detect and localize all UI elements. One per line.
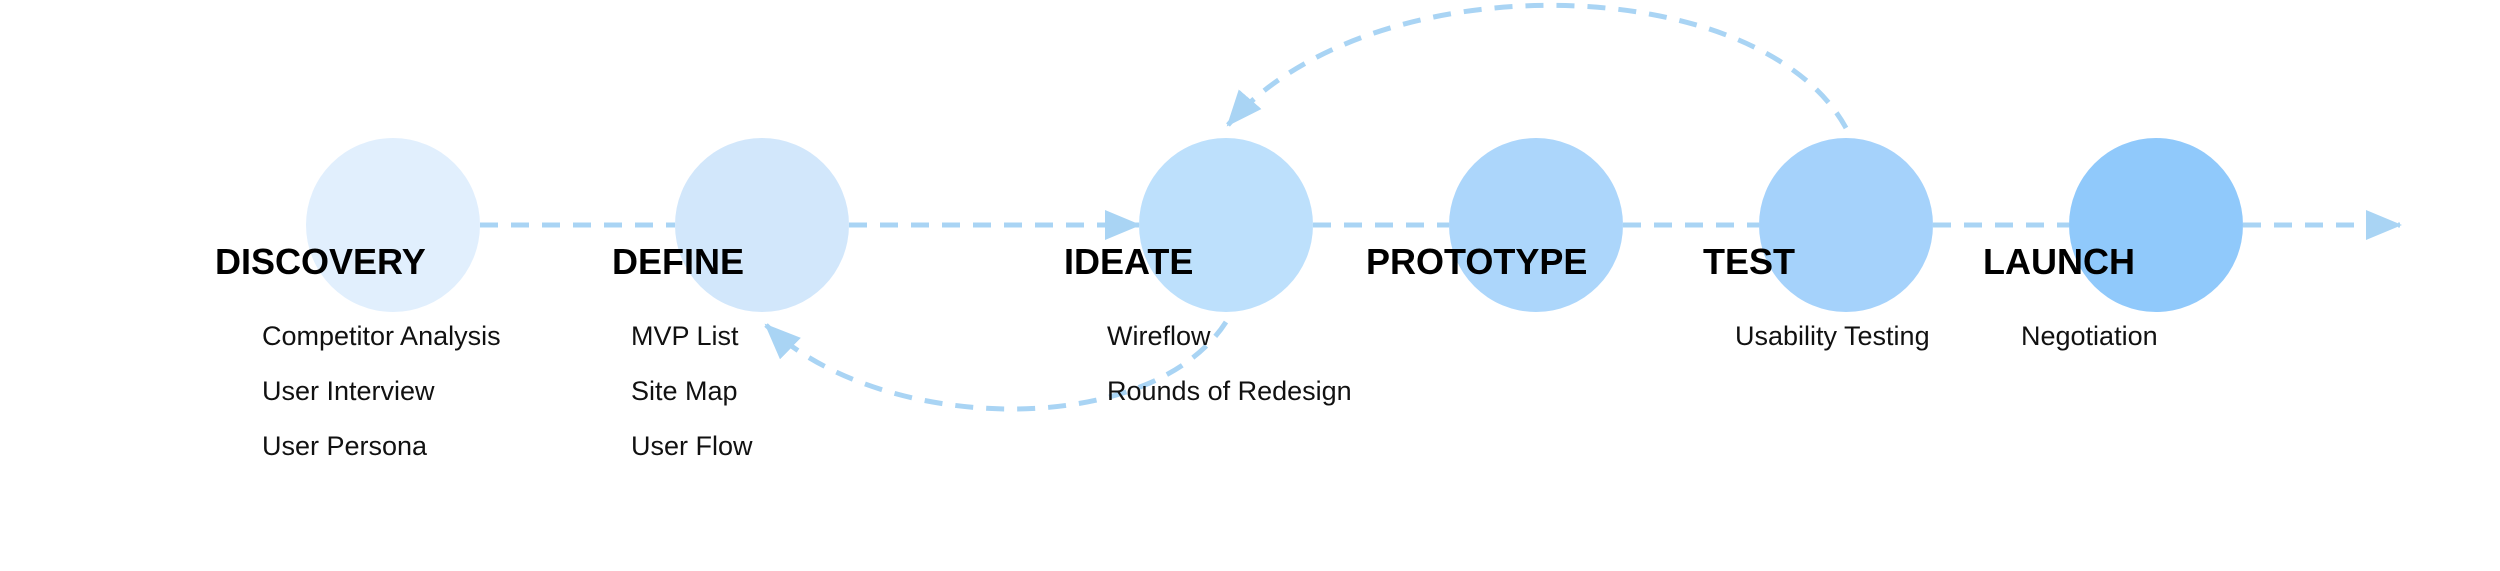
stage-circle-prototype bbox=[1449, 138, 1623, 312]
stage-item: Site Map bbox=[631, 376, 738, 406]
stage-circle-define bbox=[675, 138, 849, 312]
stage-item: User Persona bbox=[262, 431, 428, 461]
stage-items-define: MVP List Site Map User Flow bbox=[631, 320, 753, 485]
stage-item: Negotiation bbox=[2021, 321, 2158, 351]
stage-item: User Interview bbox=[262, 376, 435, 406]
stage-title-discovery: DISCOVERY bbox=[215, 241, 426, 282]
stage-circle-ideate bbox=[1139, 138, 1313, 312]
feedback-arrow-ideate-to-define bbox=[764, 320, 1229, 412]
stage-item: MVP List bbox=[631, 321, 739, 351]
stage-title-ideate: IDEATE bbox=[1064, 241, 1194, 282]
stage-items-launch: Negotiation bbox=[2021, 320, 2158, 375]
stage-item: Usability Testing bbox=[1735, 321, 1930, 351]
stage-circle-discovery bbox=[306, 138, 480, 312]
stage-item: Competitor Analysis bbox=[262, 321, 501, 351]
stage-title-define: DEFINE bbox=[612, 241, 745, 282]
stage-circle-test bbox=[1759, 138, 1933, 312]
stage-item: Rounds of Redesign bbox=[1107, 376, 1352, 406]
stage-item: User Flow bbox=[631, 431, 753, 461]
stage-items-ideate: Wireflow Rounds of Redesign bbox=[1107, 320, 1352, 430]
stage-title-prototype: PROTOTYPE bbox=[1366, 241, 1588, 282]
stage-item: Wireflow bbox=[1107, 321, 1211, 351]
stage-title-test: TEST bbox=[1703, 241, 1796, 282]
stage-items-discovery: Competitor Analysis User Interview User … bbox=[262, 320, 501, 485]
stage-title-launch: LAUNCH bbox=[1983, 241, 2135, 282]
feedback-arrow-test-to-ideate bbox=[1226, 2, 1849, 130]
stage-circle-launch bbox=[2069, 138, 2243, 312]
stage-items-test: Usability Testing bbox=[1735, 320, 1930, 375]
